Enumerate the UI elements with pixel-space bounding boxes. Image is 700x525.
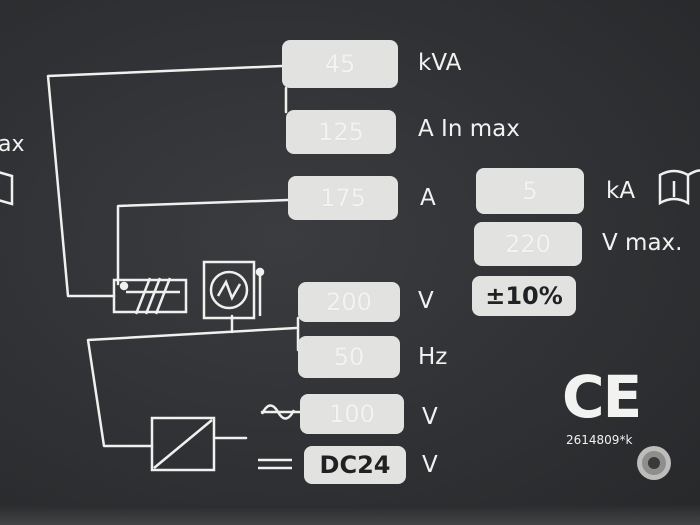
tolerance-field: ±10% [472, 276, 576, 316]
cabinet-edge [0, 505, 700, 525]
left-edge-label: ax [0, 132, 25, 157]
supply-voltage-unit-label: V [418, 288, 434, 314]
manual-book-icon [658, 169, 700, 206]
certification-number: 2614809*k [566, 433, 633, 447]
dc-voltage-unit-label: V [422, 452, 438, 478]
wire-supply-loop [86, 326, 298, 448]
power-unit-label: kVA [418, 50, 462, 76]
ac-voltage-unit-label: V [422, 404, 438, 430]
mounting-screw [637, 446, 671, 480]
frequency-value-field: 50 [298, 336, 400, 378]
current-unit-label: A In max [418, 116, 520, 142]
partial-manual-icon [0, 171, 14, 206]
supply-voltage-value-field: 200 [298, 282, 400, 322]
frequency-unit-label: Hz [418, 344, 448, 370]
power-value-field: 45 [282, 40, 398, 88]
short-circuit-value-field: 5 [476, 168, 584, 214]
short-circuit-unit-label: kA [606, 178, 636, 204]
wire-weld-current [116, 198, 290, 286]
meter-symbol [202, 260, 265, 320]
transformer-symbol [112, 277, 188, 315]
weld-current-unit-label: A [420, 185, 436, 211]
wire-power-loop [46, 64, 284, 298]
max-voltage-value-field: 220 [474, 222, 582, 266]
dc-voltage-field: DC24 [304, 446, 406, 484]
dc-symbol-icon [258, 458, 292, 470]
weld-current-value-field: 175 [288, 176, 398, 220]
ac-voltage-value-field: 100 [300, 394, 404, 434]
ce-mark-logo: CE [562, 363, 642, 431]
current-value-field: 125 [286, 110, 396, 154]
max-voltage-unit-label: V max. [602, 230, 683, 256]
ac-wave-icon [260, 404, 296, 420]
converter-symbol [150, 416, 216, 472]
